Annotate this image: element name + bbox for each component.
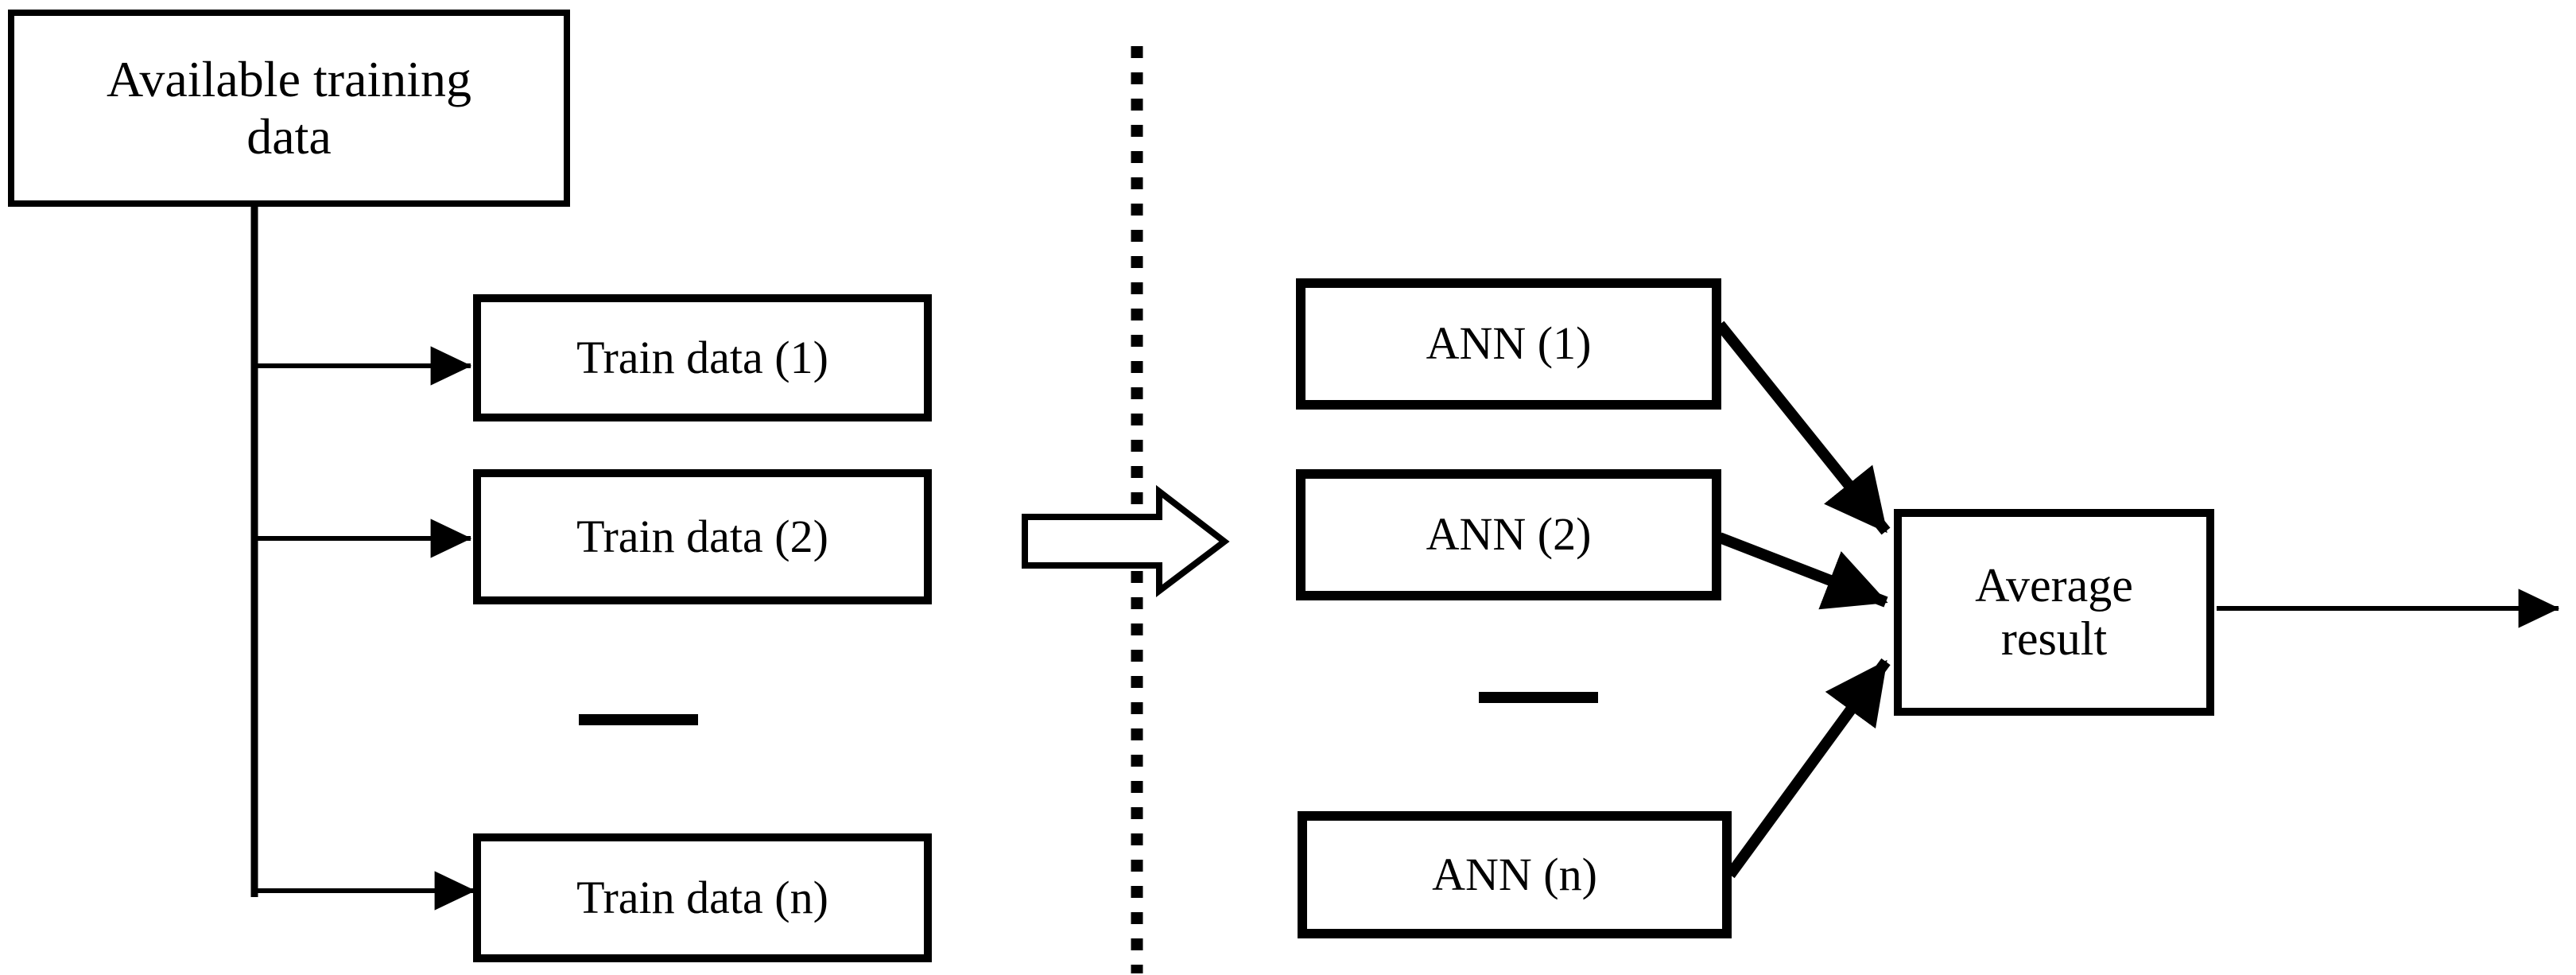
average-result-box[interactable] [1894, 509, 2214, 716]
ann-n-box[interactable] [1298, 811, 1732, 938]
phase-transition-block-arrow [1022, 484, 1230, 598]
arrow-ann-1-to-average-result [1715, 320, 1891, 535]
ann-2-box[interactable] [1296, 469, 1721, 600]
ellipsis-dash-left [579, 714, 698, 725]
available-training-data-box[interactable] [8, 10, 570, 207]
ann-1-box[interactable] [1296, 278, 1721, 410]
train-data-n-box[interactable] [473, 833, 932, 962]
ellipsis-dash-right [1479, 692, 1598, 703]
train-data-2-box[interactable] [473, 469, 932, 604]
arrow-ann-n-to-average-result [1725, 658, 1891, 879]
train-data-1-box[interactable] [473, 294, 932, 421]
arrow-ann-2-to-average-result [1717, 532, 1888, 610]
